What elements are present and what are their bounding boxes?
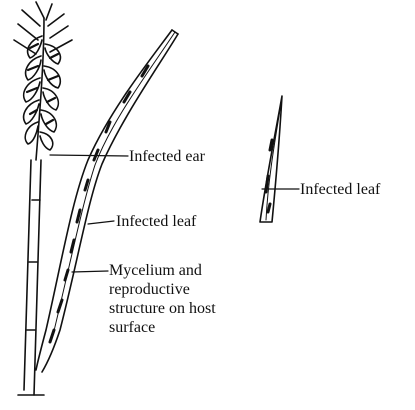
- label-mycelium-line: Mycelium and: [109, 261, 216, 280]
- label-mycelium-line: structure on host: [109, 299, 216, 318]
- label-mycelium-line: surface: [109, 318, 216, 337]
- infected-ear: [14, 2, 72, 160]
- stem: [18, 160, 44, 395]
- label-mycelium: Mycelium and reproductive structure on h…: [109, 261, 216, 337]
- label-infected-leaf: Infected leaf: [116, 212, 196, 231]
- label-detached-infected-leaf: Infected leaf: [300, 180, 380, 199]
- label-mycelium-line: reproductive: [109, 280, 216, 299]
- detached-infected-leaf: [260, 96, 282, 222]
- label-infected-ear: Infected ear: [129, 147, 205, 166]
